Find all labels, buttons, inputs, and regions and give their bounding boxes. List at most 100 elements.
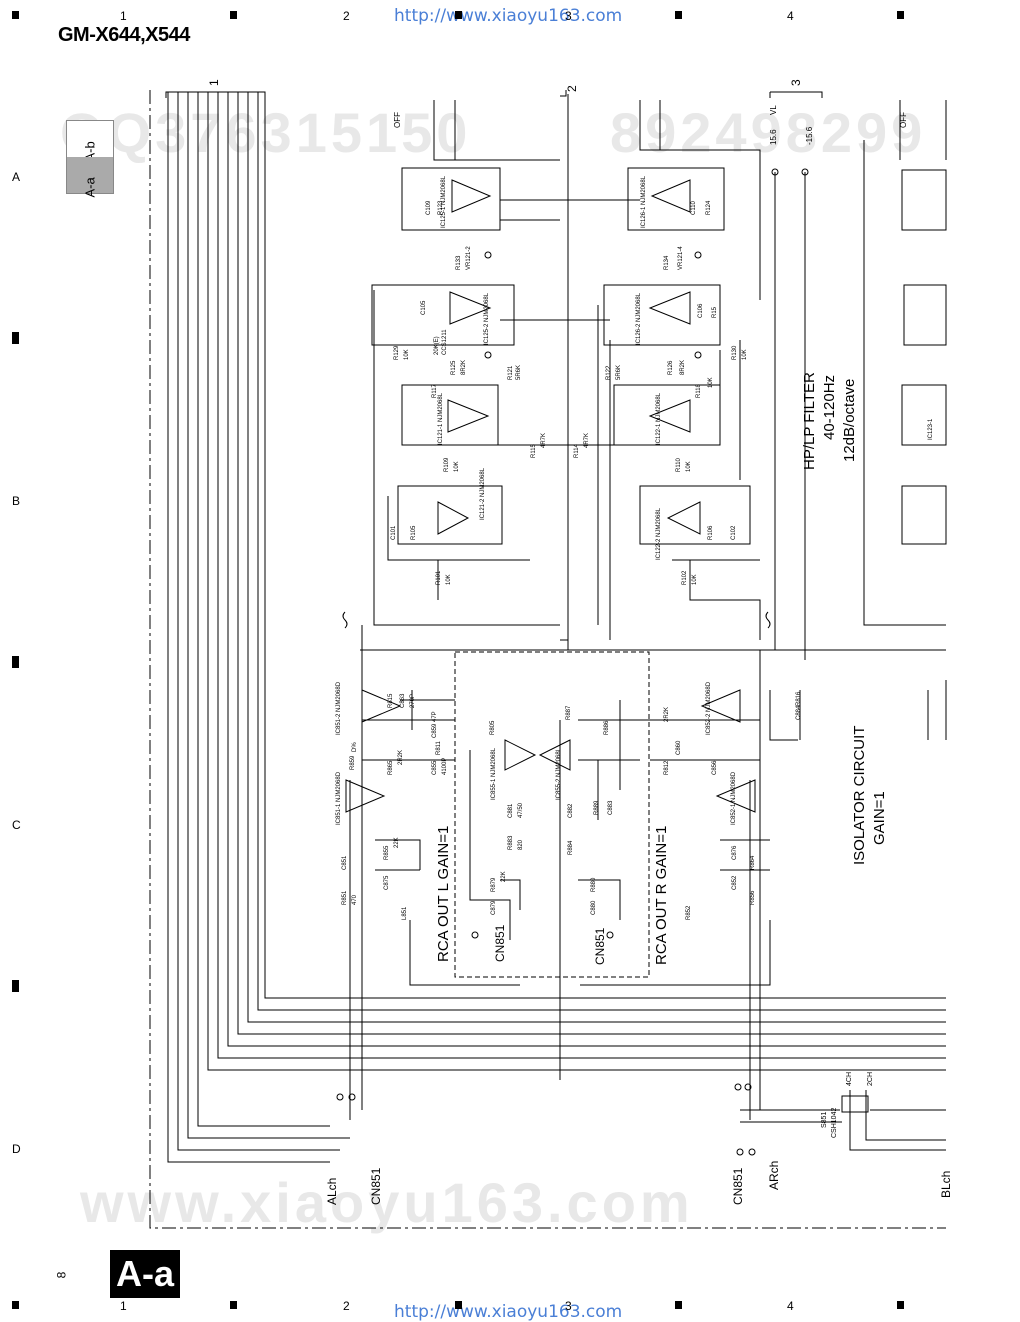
frame-mark bbox=[897, 11, 904, 19]
parts-isolator: R815 C863 270P R859 D% C859 47P R805 R81… bbox=[342, 691, 802, 920]
svg-text:10K: 10K bbox=[454, 461, 460, 472]
switch-opt-4ch[interactable]: 4CH bbox=[846, 1072, 853, 1086]
svg-text:R123: R123 bbox=[438, 200, 444, 215]
connector-cn851-right: CN851 bbox=[731, 1167, 745, 1205]
rail-pos: 15.6 bbox=[769, 129, 778, 145]
model-title: GM-X644,X544 bbox=[58, 24, 190, 46]
svg-text:47/50: 47/50 bbox=[518, 802, 524, 818]
svg-text:47P: 47P bbox=[432, 711, 438, 722]
rca-out-l-label: RCA OUT L GAIN=1 bbox=[435, 826, 452, 962]
svg-text:R865: R865 bbox=[388, 760, 394, 775]
frame-mark bbox=[455, 11, 462, 19]
bus-1-bracket bbox=[165, 91, 266, 98]
ic-label: IC852-1 NJM2068D bbox=[731, 771, 737, 825]
svg-text:R115: R115 bbox=[531, 443, 537, 458]
svg-text:C883: C883 bbox=[608, 800, 614, 815]
svg-text:5R6K: 5R6K bbox=[616, 365, 622, 380]
col-1-top: 1 bbox=[120, 9, 127, 23]
svg-text:R126: R126 bbox=[668, 360, 674, 375]
row-c: C bbox=[12, 818, 21, 832]
svg-text:8R2K: 8R2K bbox=[680, 360, 686, 375]
svg-text:C105: C105 bbox=[421, 300, 427, 315]
ic-label: IC125-2 NJM2068L bbox=[484, 292, 490, 345]
svg-text:R105: R105 bbox=[411, 525, 417, 540]
col-1-bottom: 1 bbox=[120, 1299, 127, 1313]
row-d: D bbox=[12, 1142, 21, 1156]
svg-text:22K: 22K bbox=[501, 871, 507, 882]
svg-text:C110: C110 bbox=[691, 200, 697, 215]
svg-text:R852: R852 bbox=[686, 905, 692, 920]
svg-text:R134: R134 bbox=[664, 255, 670, 270]
svg-text:R129: R129 bbox=[394, 345, 400, 360]
connector-cn851-r-out: CN851 bbox=[593, 927, 607, 965]
svg-text:R855: R855 bbox=[384, 845, 390, 860]
svg-text:R114: R114 bbox=[574, 443, 580, 458]
ic-label: IC122-2 NJM2068L bbox=[656, 507, 662, 560]
sheet-tab: A-b A-a bbox=[66, 120, 114, 198]
svg-text:R133: R133 bbox=[456, 255, 462, 270]
hplp-range: 40-120Hz bbox=[821, 375, 838, 440]
svg-text:C860: C860 bbox=[676, 740, 682, 755]
parts-right: C110 R124 R134 VR121-4 C106 R15 R130 10K… bbox=[664, 200, 748, 585]
ic-label: IC126-1 NJM2068L bbox=[641, 175, 647, 228]
svg-text:VR121-2: VR121-2 bbox=[466, 246, 472, 270]
svg-text:R15: R15 bbox=[712, 306, 718, 318]
svg-text:R851: R851 bbox=[342, 890, 348, 905]
svg-text:C109: C109 bbox=[426, 200, 432, 215]
svg-text:8R2K: 8R2K bbox=[461, 360, 467, 375]
svg-text:2R2K: 2R2K bbox=[398, 750, 404, 765]
svg-text:2R2K: 2R2K bbox=[664, 707, 670, 722]
hplp-slope: 12dB/octave bbox=[841, 379, 858, 462]
svg-text:C882: C882 bbox=[568, 803, 574, 818]
svg-text:D%: D% bbox=[352, 742, 358, 752]
switch-opt-2ch[interactable]: 2CH bbox=[867, 1072, 874, 1086]
svg-text:10K: 10K bbox=[404, 349, 410, 360]
isolator-title: ISOLATOR CIRCUIT bbox=[851, 726, 868, 865]
row-a: A bbox=[12, 170, 21, 184]
connector-cn851-l-out: CN851 bbox=[493, 924, 507, 962]
svg-text:VR121-4: VR121-4 bbox=[678, 246, 684, 270]
svg-text:C879: C879 bbox=[491, 900, 497, 915]
ic-label: IC851-1 NJM2068D bbox=[336, 771, 342, 825]
frame-mark bbox=[12, 1301, 19, 1309]
svg-text:C101: C101 bbox=[391, 525, 397, 540]
frame-mark bbox=[897, 1301, 904, 1309]
col-4-bottom: 4 bbox=[787, 1299, 794, 1313]
frame-mark bbox=[230, 1301, 237, 1309]
svg-text:C863: C863 bbox=[400, 693, 406, 708]
frame-mark bbox=[230, 11, 237, 19]
svg-text:C855: C855 bbox=[432, 760, 438, 775]
svg-text:R816: R816 bbox=[796, 691, 802, 706]
svg-text:R880: R880 bbox=[591, 877, 597, 892]
channel-blch: BLch bbox=[939, 1171, 953, 1198]
watermark-qq: QQ376315150 bbox=[60, 101, 472, 164]
switch-part: CSH1042 bbox=[831, 1108, 838, 1138]
svg-text:R122: R122 bbox=[606, 365, 612, 380]
svg-text:5R6K: 5R6K bbox=[516, 365, 522, 380]
svg-text:R859: R859 bbox=[350, 755, 356, 770]
svg-text:4R7K: 4R7K bbox=[541, 433, 547, 448]
svg-text:C859: C859 bbox=[432, 723, 438, 738]
svg-text:R124: R124 bbox=[706, 200, 712, 215]
svg-text:R118: R118 bbox=[696, 383, 702, 398]
svg-text:C876: C876 bbox=[732, 845, 738, 860]
svg-text:R889: R889 bbox=[594, 800, 600, 815]
ic-label: IC121-2 NJM2068L bbox=[480, 467, 486, 520]
watermark-qq2: 892498299 bbox=[610, 101, 927, 164]
svg-text:R815: R815 bbox=[388, 693, 394, 708]
svg-text:C852: C852 bbox=[732, 875, 738, 890]
source-url-bottom[interactable]: http://www.xiaoyu163.com bbox=[394, 1302, 623, 1322]
ic-label: IC852-2 NJM2068D bbox=[706, 681, 712, 735]
tab-a-b[interactable]: A-b bbox=[67, 121, 113, 162]
tab-a-a[interactable]: A-a bbox=[67, 157, 113, 198]
sheet-badge: A-a bbox=[110, 1250, 180, 1298]
source-url-top[interactable]: http://www.xiaoyu163.com bbox=[394, 6, 623, 26]
svg-text:R886: R886 bbox=[604, 720, 610, 735]
svg-text:C881: C881 bbox=[508, 803, 514, 818]
channel-alch: ALch bbox=[325, 1178, 339, 1205]
svg-text:820: 820 bbox=[518, 839, 524, 850]
svg-text:10K: 10K bbox=[446, 574, 452, 585]
connector-cn851-left: CN851 bbox=[369, 1167, 383, 1205]
frame-mark bbox=[12, 11, 19, 19]
svg-text:10K: 10K bbox=[708, 377, 714, 388]
